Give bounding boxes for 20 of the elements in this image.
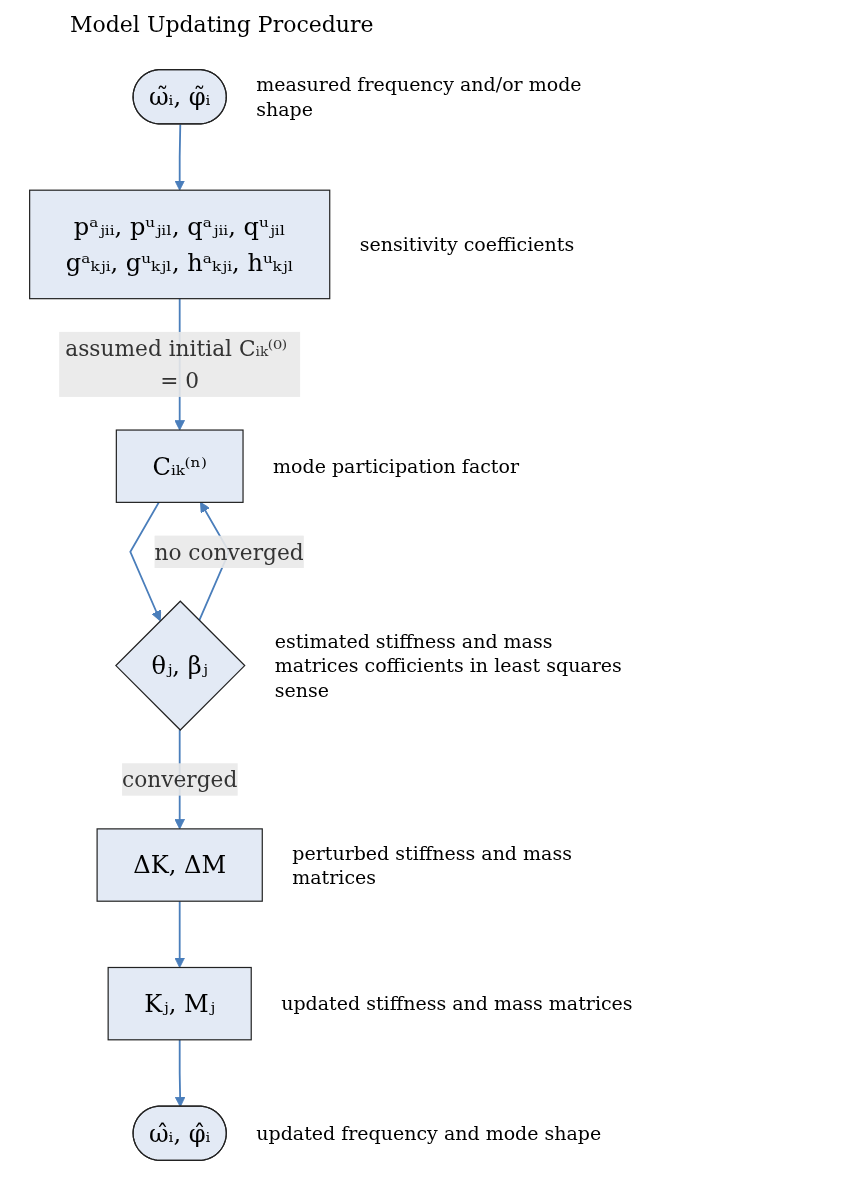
annotation-text: updated stiffness and mass matrices [281, 991, 634, 1016]
node-box: ΔK, ΔM [96, 828, 263, 902]
arrow [174, 123, 185, 191]
edge-label: converged [122, 766, 238, 793]
diagram-title: Model Updating Procedure [70, 12, 374, 37]
node-diamond: θⱼ, βⱼ [115, 600, 246, 731]
annotation-text: mode participation factor [273, 453, 520, 479]
annotation-text: measured frequency and/or mode shape [256, 72, 583, 122]
arrow [174, 900, 185, 968]
arrow [129, 501, 162, 622]
arrow [174, 1038, 186, 1108]
annotation-text: sensitivity coefficients [359, 231, 576, 257]
edge-label: no converged [154, 539, 304, 565]
node-box: Cᵢₖ⁽ⁿ⁾ [115, 429, 244, 503]
annotation-text: updated frequency and mode shape [256, 1120, 603, 1146]
node-box: Kⱼ, Mⱼ [107, 966, 252, 1041]
node-box: pᵃⱼᵢᵢ, pᵘⱼᵢₗ, qᵃⱼᵢᵢ, qᵘⱼᵢₗ gᵃₖⱼᵢ, gᵘₖⱼₗ, hᵃₖⱼᵢ, hᵘₖⱼₗ [29, 189, 331, 300]
annotation-text: perturbed stiffness and mass matrices [292, 840, 573, 890]
annotation-text: estimated stiffness and mass matrices cofficients in least squares sense [274, 628, 623, 703]
edge-label: assumed initial Cᵢₖ⁽⁰⁾ = 0 [65, 335, 288, 394]
